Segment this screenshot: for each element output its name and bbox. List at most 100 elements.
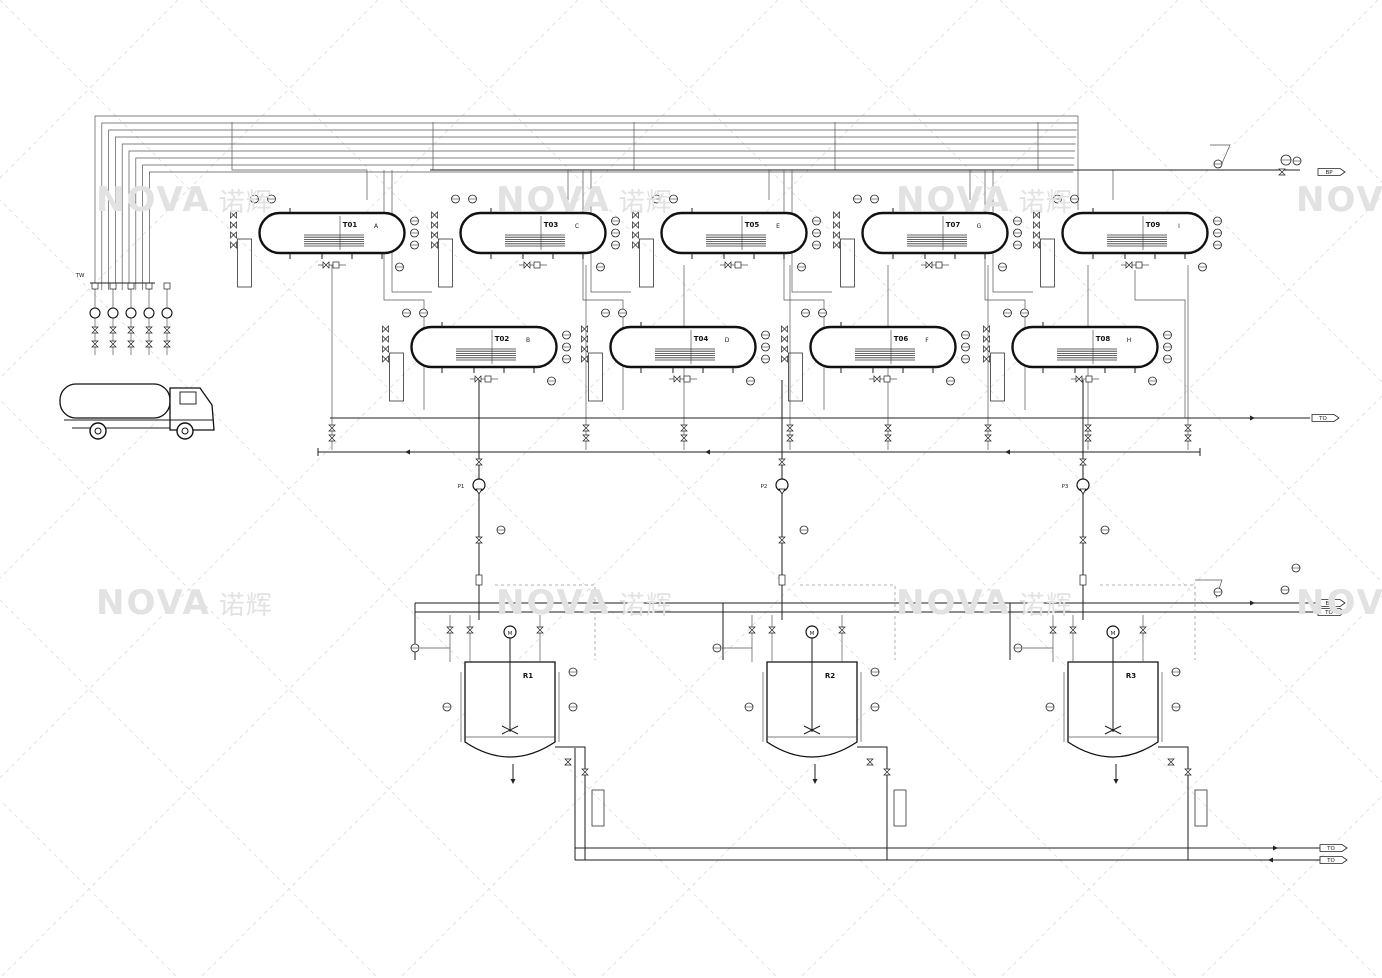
watermark-brand: NOVA — [896, 583, 1011, 623]
diagonal-guide — [1199, 0, 1382, 183]
off-page-connector: TO — [1311, 414, 1340, 422]
valve-half — [382, 355, 386, 363]
valve-half — [778, 461, 786, 466]
valve-icon — [475, 458, 483, 466]
valve-half — [984, 437, 992, 442]
valve-half — [680, 437, 688, 442]
valve-icon — [632, 211, 639, 219]
valve-icon — [1079, 458, 1087, 466]
filter-icon — [778, 574, 786, 586]
pump-tag: P3 — [1062, 484, 1069, 490]
valve-half — [145, 343, 153, 348]
pump-tag: P1 — [458, 484, 465, 490]
tank-tag: T04 — [694, 335, 709, 343]
valve-icon — [1049, 626, 1057, 634]
valve-half — [1049, 626, 1057, 631]
valve-half — [431, 241, 435, 249]
valve-half — [446, 626, 454, 631]
reactor-vessel: MR2 — [712, 615, 907, 860]
watermark-cn: 诺辉 — [1018, 188, 1073, 218]
valve-half — [1075, 375, 1080, 383]
motor-icon — [503, 625, 517, 639]
connector-label: TO — [1326, 846, 1335, 852]
dashed-vent-line — [1100, 584, 1196, 660]
flow-arrow-icon — [1113, 779, 1119, 784]
valve-half — [446, 629, 454, 634]
valve-half — [986, 345, 990, 353]
check-valve-icon — [91, 282, 99, 290]
valve-icon — [1278, 168, 1286, 176]
valve-half — [1084, 427, 1092, 432]
valve-icon — [724, 261, 732, 269]
truck-hub-icon — [94, 427, 102, 435]
valve-icon — [1139, 626, 1147, 634]
tank-vessel — [1061, 211, 1209, 255]
valve-half — [434, 231, 438, 239]
valve-half — [1079, 458, 1087, 463]
valve-icon — [632, 221, 639, 229]
valve-half — [1278, 168, 1286, 173]
reactor-tag: R2 — [825, 672, 835, 680]
valve-half — [582, 424, 590, 429]
valve-icon — [833, 231, 840, 239]
tank-vessel — [410, 325, 558, 369]
check-valve-icon — [163, 282, 171, 290]
valve-icon — [1084, 424, 1092, 432]
valve-icon — [866, 758, 874, 766]
feed-manifold-line — [101, 122, 1078, 290]
valve-half — [233, 211, 237, 219]
agitator-blade — [501, 725, 519, 735]
watermark-brand: NOVA — [896, 180, 1011, 220]
valve-half — [109, 340, 117, 345]
valve-half — [632, 211, 636, 219]
valve-half — [635, 211, 639, 219]
valve-half — [582, 434, 590, 439]
tanker-truck-icon — [59, 383, 215, 440]
tank-tag: T09 — [1146, 221, 1161, 229]
valve-icon — [474, 375, 482, 383]
valve-icon — [778, 458, 786, 466]
valve-icon — [632, 241, 639, 249]
inter-row-line — [1134, 270, 1186, 418]
valve-half — [581, 345, 585, 353]
inter-row-line — [791, 170, 832, 293]
watermark-brand: NOVA — [96, 583, 211, 623]
tank-tag: T08 — [1096, 335, 1111, 343]
valve-icon — [768, 626, 776, 634]
diagonal-guide — [0, 0, 979, 978]
valve-half — [884, 424, 892, 429]
motor-icon — [1106, 625, 1120, 639]
dashed-vent-line — [800, 584, 896, 660]
valve-half — [884, 434, 892, 439]
valve-half — [781, 345, 785, 353]
valve-half — [431, 221, 435, 229]
tank-vessel — [1011, 325, 1159, 369]
tank-vessel — [258, 211, 406, 255]
valve-icon — [925, 261, 933, 269]
valve-half — [873, 375, 878, 383]
valve-half — [431, 211, 435, 219]
valve-half — [145, 340, 153, 345]
valve-half — [163, 329, 171, 334]
valve-icon — [127, 340, 135, 348]
valve-half — [466, 629, 474, 634]
valve-icon — [382, 355, 389, 363]
diagonal-guide — [0, 0, 579, 579]
valve-half — [1184, 768, 1192, 773]
valve-icon — [446, 626, 454, 634]
valve-half — [1084, 437, 1092, 442]
valve-half — [475, 461, 483, 466]
valve-half — [786, 424, 794, 429]
filter-icon — [1079, 574, 1087, 586]
connector-shape — [1319, 856, 1348, 864]
valve-half — [163, 326, 171, 331]
valve-icon — [781, 345, 788, 353]
valve-half — [328, 437, 336, 442]
agitator-blade — [803, 725, 821, 735]
valve-half — [1184, 437, 1192, 442]
feed-manifold-line — [149, 171, 1074, 290]
